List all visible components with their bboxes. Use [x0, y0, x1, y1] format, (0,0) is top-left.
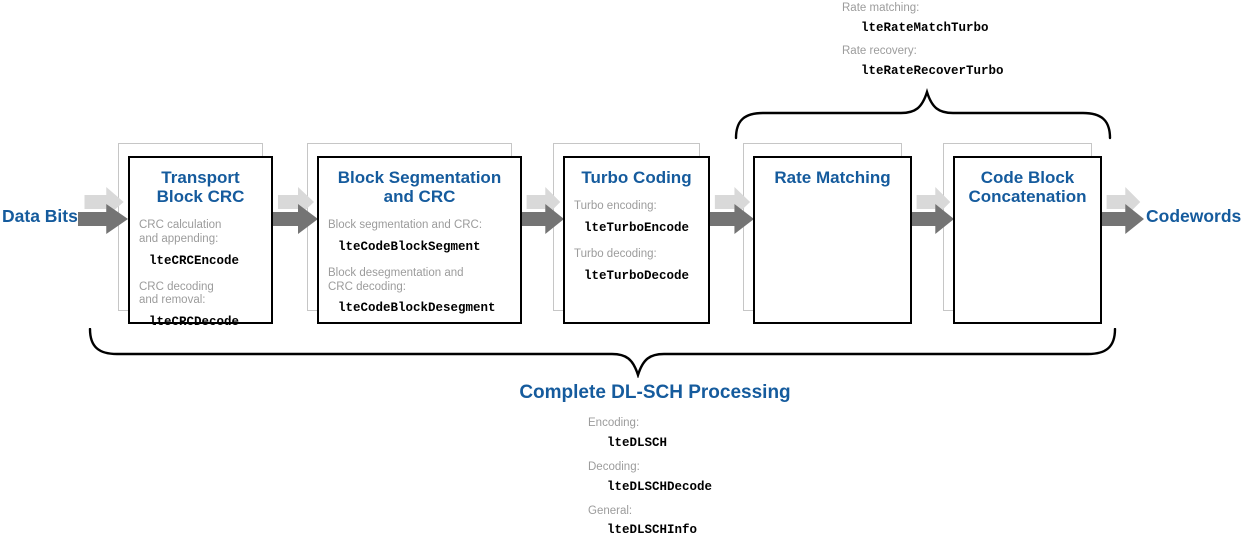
- crc-encode-label: CRC calculation and appending:: [139, 219, 222, 245]
- desegment-function: lteCodeBlockDesegment: [338, 301, 496, 316]
- turbo-encode-function: lteTurboEncode: [584, 220, 690, 235]
- turbo-encode-label: Turbo encoding:: [574, 200, 657, 213]
- block-title: Code Block Concatenation: [968, 168, 1087, 207]
- block-title: Transport Block CRC: [156, 168, 245, 207]
- rate-matching-function: lteRateMatchTurbo: [861, 20, 989, 35]
- block-rate-matching: Rate Matching: [753, 156, 912, 324]
- underbrace-complete-dlsch: [88, 328, 1117, 378]
- general-function: lteDLSCHInfo: [607, 523, 698, 538]
- crc-encode-function: lteCRCEncode: [149, 253, 240, 268]
- input-label: Data Bits: [2, 206, 78, 226]
- flow-arrow: [709, 187, 754, 234]
- dlsch-functions-annotation: Encoding: lteDLSCH Decoding: lteDLSCHDec…: [588, 417, 712, 537]
- flow-arrow: [911, 187, 954, 234]
- general-label: General:: [588, 504, 633, 517]
- desegment-label: Block desegmentation and CRC decoding:: [328, 266, 464, 293]
- flow-arrow: [272, 187, 318, 234]
- flow-arrow-input: [78, 187, 128, 234]
- encoding-function: lteDLSCH: [607, 435, 668, 450]
- block-title: Block Segmentation and CRC: [337, 168, 502, 207]
- rate-recovery-function: lteRateRecoverTurbo: [861, 63, 1004, 78]
- complete-dlsch-title: Complete DL-SCH Processing: [519, 382, 791, 403]
- rate-matching-label: Rate matching:: [842, 2, 920, 14]
- decoding-function: lteDLSCHDecode: [607, 479, 713, 494]
- block-transport-block-crc: Transport Block CRC CRC calculation and …: [128, 156, 273, 329]
- crc-decode-label: CRC decoding and removal:: [139, 280, 214, 307]
- overbrace-rate-functions: [734, 87, 1112, 140]
- block-title: Turbo Coding: [581, 168, 692, 187]
- segment-label: Block segmentation and CRC:: [328, 219, 483, 232]
- block-turbo-coding: Turbo Coding Turbo encoding: lteTurboEnc…: [563, 156, 710, 324]
- rate-recovery-label: Rate recovery:: [842, 44, 917, 57]
- output-label: Codewords: [1146, 206, 1242, 226]
- flow-arrow: [521, 187, 564, 234]
- block-segmentation-crc: Block Segmentation and CRC Block segment…: [317, 156, 522, 324]
- turbo-decode-label: Turbo decoding:: [574, 247, 657, 260]
- flow-arrow-output: [1101, 187, 1144, 234]
- decoding-label: Decoding:: [588, 460, 640, 473]
- segment-function: lteCodeBlockSegment: [338, 239, 481, 254]
- turbo-decode-function: lteTurboDecode: [584, 268, 690, 283]
- encoding-label: Encoding:: [588, 417, 640, 429]
- block-title: Rate Matching: [774, 168, 891, 187]
- rate-functions-annotation: Rate matching: lteRateMatchTurbo Rate re…: [842, 2, 1004, 78]
- crc-decode-function: lteCRCDecode: [149, 315, 240, 330]
- block-code-block-concatenation: Code Block Concatenation: [953, 156, 1102, 324]
